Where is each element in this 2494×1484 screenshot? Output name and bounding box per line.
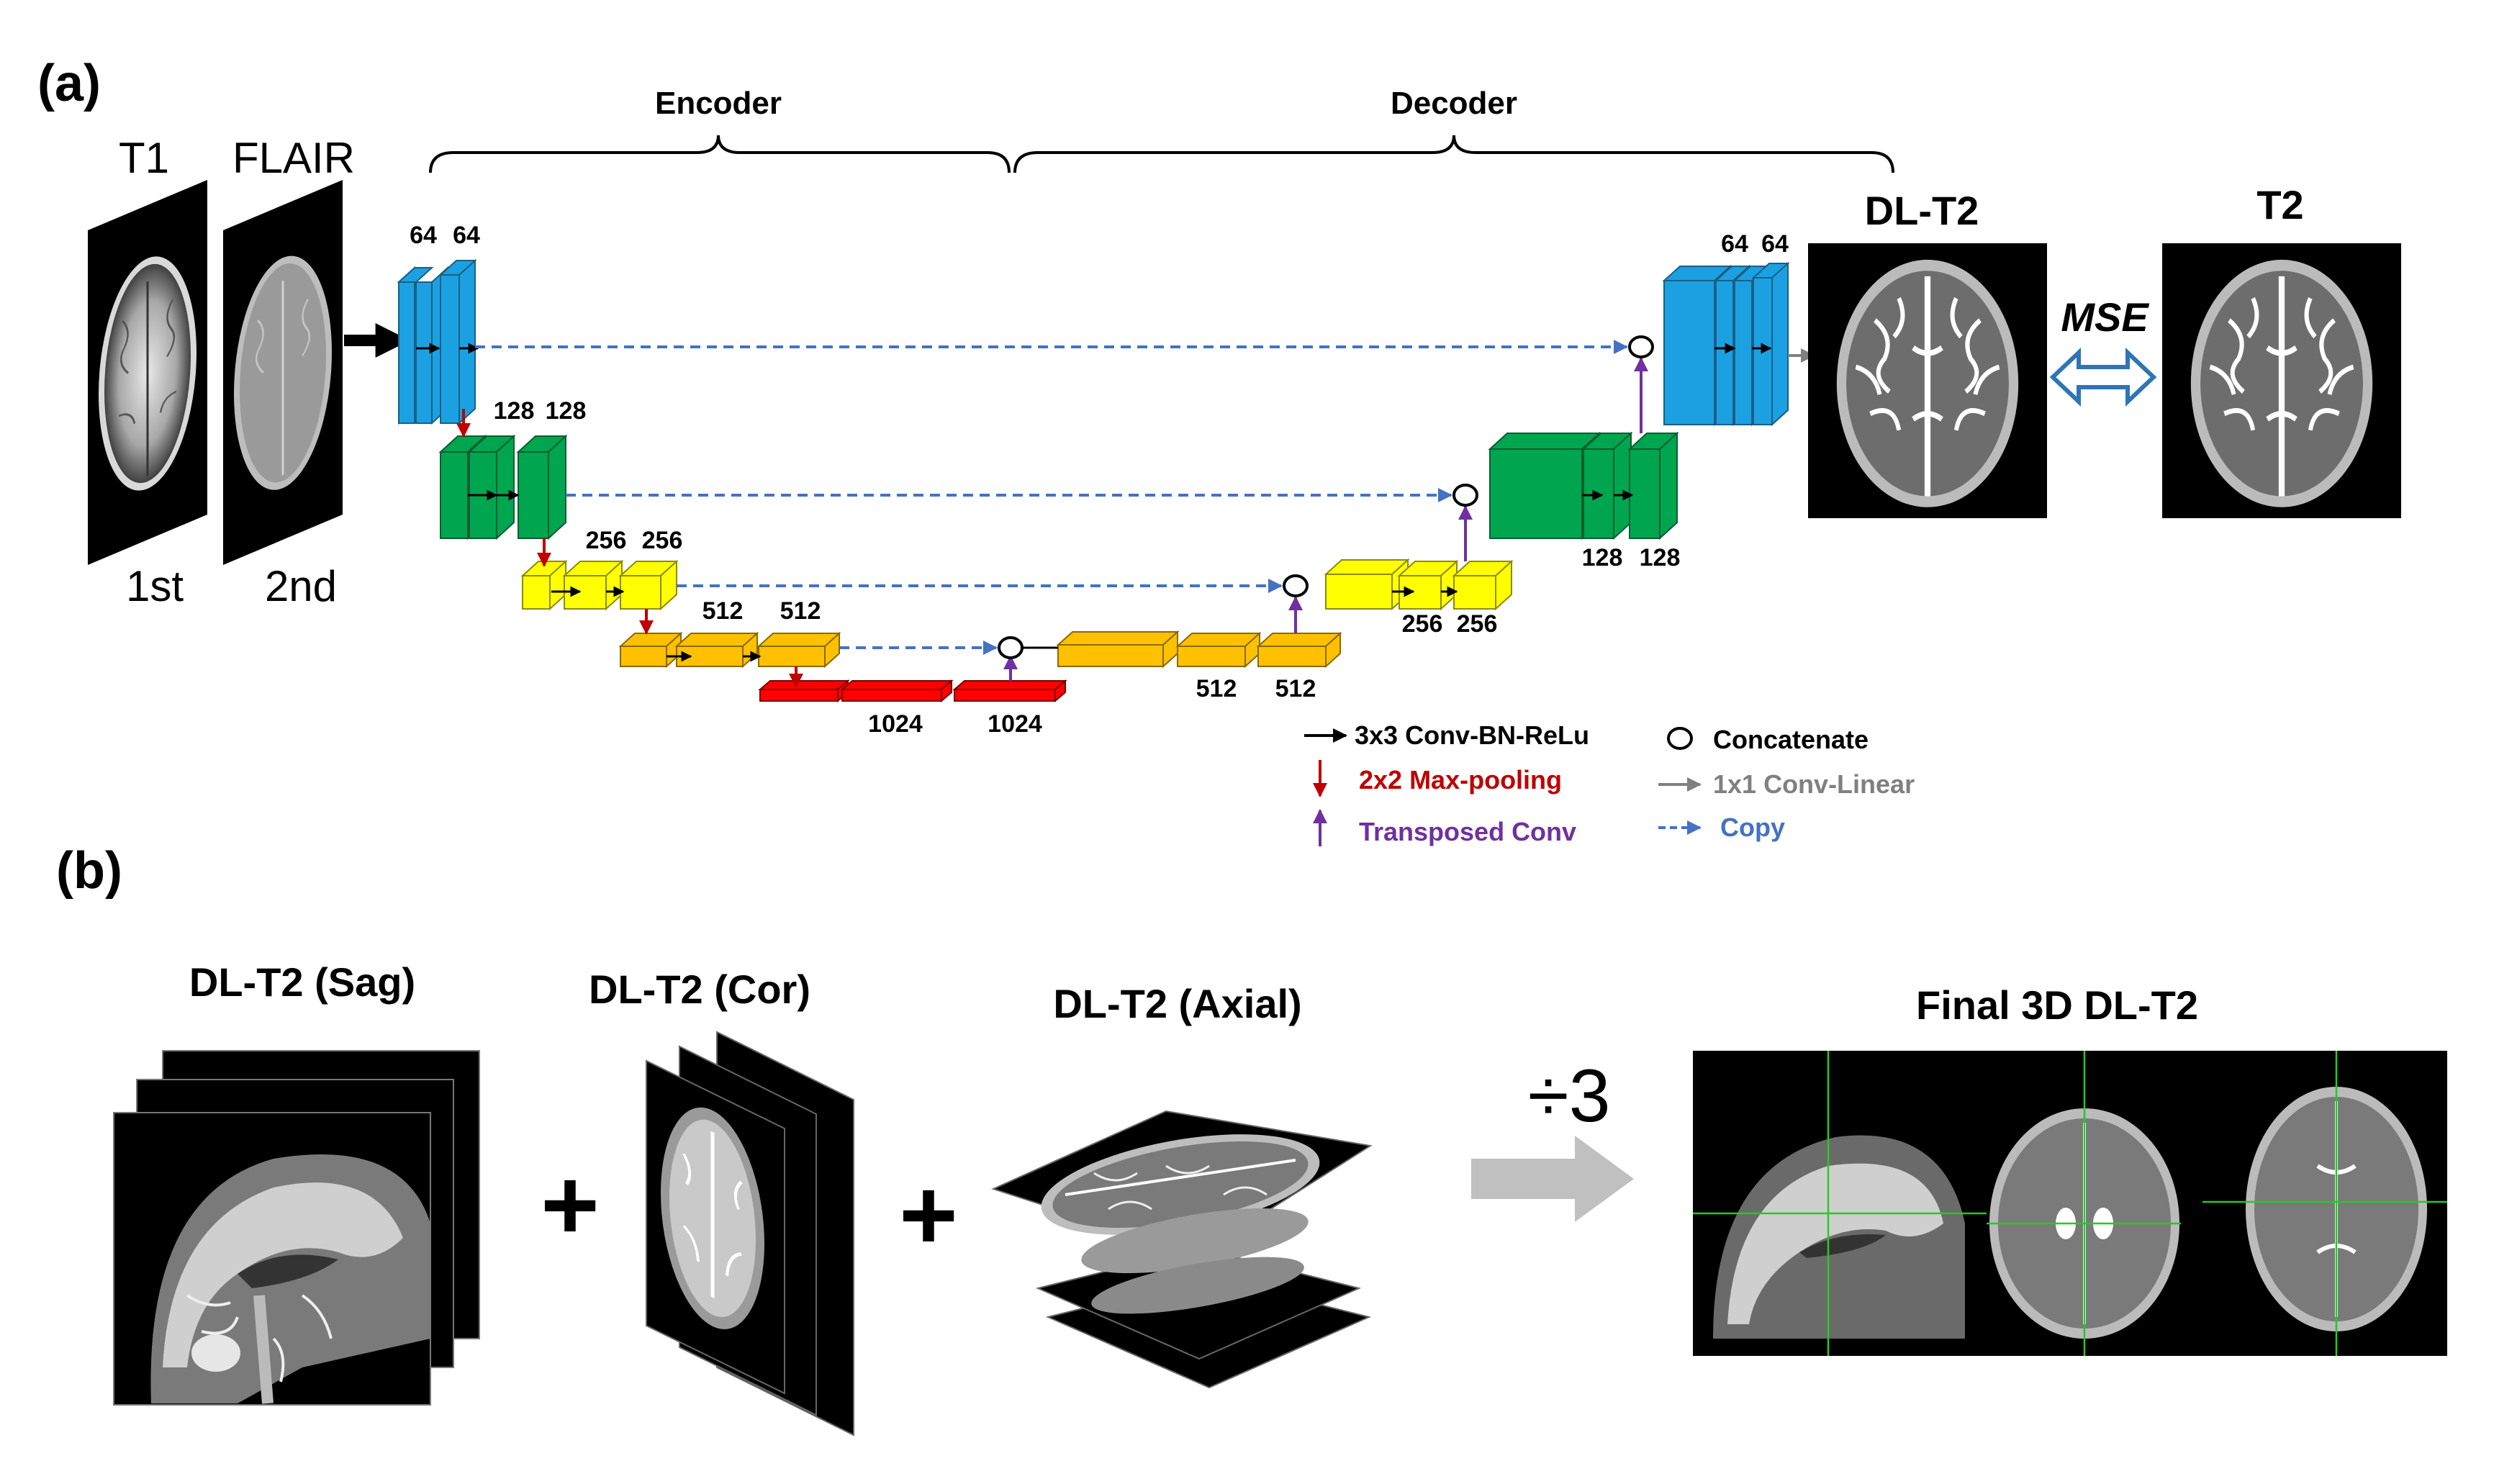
divide-arrow — [1471, 1136, 1634, 1222]
channel-label: 512 — [1275, 675, 1316, 702]
channel-label: 128 — [1582, 544, 1623, 571]
legend: 3x3 Conv-BN-ReLu 2x2 Max-pooling Transpo… — [1304, 720, 1915, 846]
channel-label: 128 — [494, 397, 535, 425]
stack-cor-label: DL-T2 (Cor) — [589, 967, 810, 1012]
input-t1-label: T1 — [119, 134, 169, 182]
legend-maxpool-text: 2x2 Max-pooling — [1359, 765, 1562, 795]
panel-a-label: (a) — [37, 55, 101, 112]
channel-label: 128 — [546, 397, 587, 425]
encoder-brace — [429, 135, 1011, 173]
bottleneck-block — [758, 679, 1067, 703]
channel-label: 1024 — [988, 710, 1042, 738]
channel-label: 512 — [780, 597, 821, 625]
channel-label: 64 — [410, 222, 437, 249]
final-3d-image — [1693, 1051, 2447, 1356]
channel-label: 256 — [1402, 610, 1443, 638]
channel-label: 256 — [586, 527, 627, 554]
legend-conv-text: 3x3 Conv-BN-ReLu — [1355, 720, 1589, 750]
loss-label: MSE — [2061, 294, 2149, 340]
coronal-stack — [646, 1031, 854, 1437]
input-flair-order: 2nd — [265, 562, 337, 610]
stack-axial-label: DL-T2 (Axial) — [1053, 981, 1301, 1026]
decoder-level3-block — [1324, 558, 1514, 611]
encoder-level1-block — [397, 258, 477, 425]
plus-sign: + — [541, 1148, 600, 1261]
input-flair-label: FLAIR — [232, 134, 355, 182]
sagittal-stack — [113, 1050, 480, 1406]
channel-label: 64 — [1761, 230, 1789, 258]
channel-label: 64 — [453, 222, 480, 249]
mse-double-arrow — [2049, 348, 2157, 407]
target-label: T2 — [2256, 182, 2303, 227]
decoder-level1-block — [1662, 261, 1790, 427]
legend-concat-text: Concatenate — [1713, 725, 1869, 754]
encoder-label: Encoder — [655, 86, 782, 121]
decoder-level2-block — [1488, 431, 1679, 540]
encoder-level4-block — [618, 631, 841, 669]
channel-label: 512 — [1196, 675, 1237, 702]
channel-label: 1024 — [868, 710, 923, 738]
legend-linear-text: 1x1 Conv-Linear — [1713, 769, 1915, 799]
stack-sag-label: DL-T2 (Sag) — [189, 959, 415, 1005]
target-t2-image — [2162, 243, 2401, 518]
decoder-brace — [1013, 135, 1894, 173]
panel-b-label: (b) — [56, 842, 122, 900]
input-t1-order: 1st — [126, 562, 184, 610]
channel-label: 256 — [642, 527, 683, 554]
axial-stack — [991, 1110, 1373, 1389]
decoder-label: Decoder — [1391, 86, 1517, 121]
maxpool-arrows — [456, 409, 803, 688]
legend-transposed-text: Transposed Conv — [1359, 817, 1576, 846]
input-t1-slice — [88, 180, 207, 565]
output-dl-t2-image — [1808, 243, 2047, 518]
concatenate-circles — [998, 335, 1654, 659]
encoder-level3-block — [520, 559, 679, 611]
decoder-level4-block — [1056, 630, 1342, 669]
channel-label: 128 — [1640, 544, 1681, 571]
final-3d-label: Final 3D DL-T2 — [1916, 982, 2198, 1028]
channel-label: 64 — [1721, 230, 1748, 258]
copy-skip-arrows — [475, 340, 1628, 655]
channel-label: 256 — [1457, 610, 1498, 638]
transposed-conv-arrows — [1003, 357, 1648, 681]
channel-label: 512 — [702, 597, 744, 625]
plus-sign: + — [899, 1158, 958, 1271]
divide-label: ÷3 — [1528, 1054, 1611, 1138]
input-flair-slice — [223, 180, 343, 565]
legend-copy-text: Copy — [1720, 813, 1785, 842]
legend-concat-circle — [1667, 727, 1693, 750]
encoder-level2-block — [438, 434, 568, 540]
output-label: DL-T2 — [1865, 188, 1979, 233]
